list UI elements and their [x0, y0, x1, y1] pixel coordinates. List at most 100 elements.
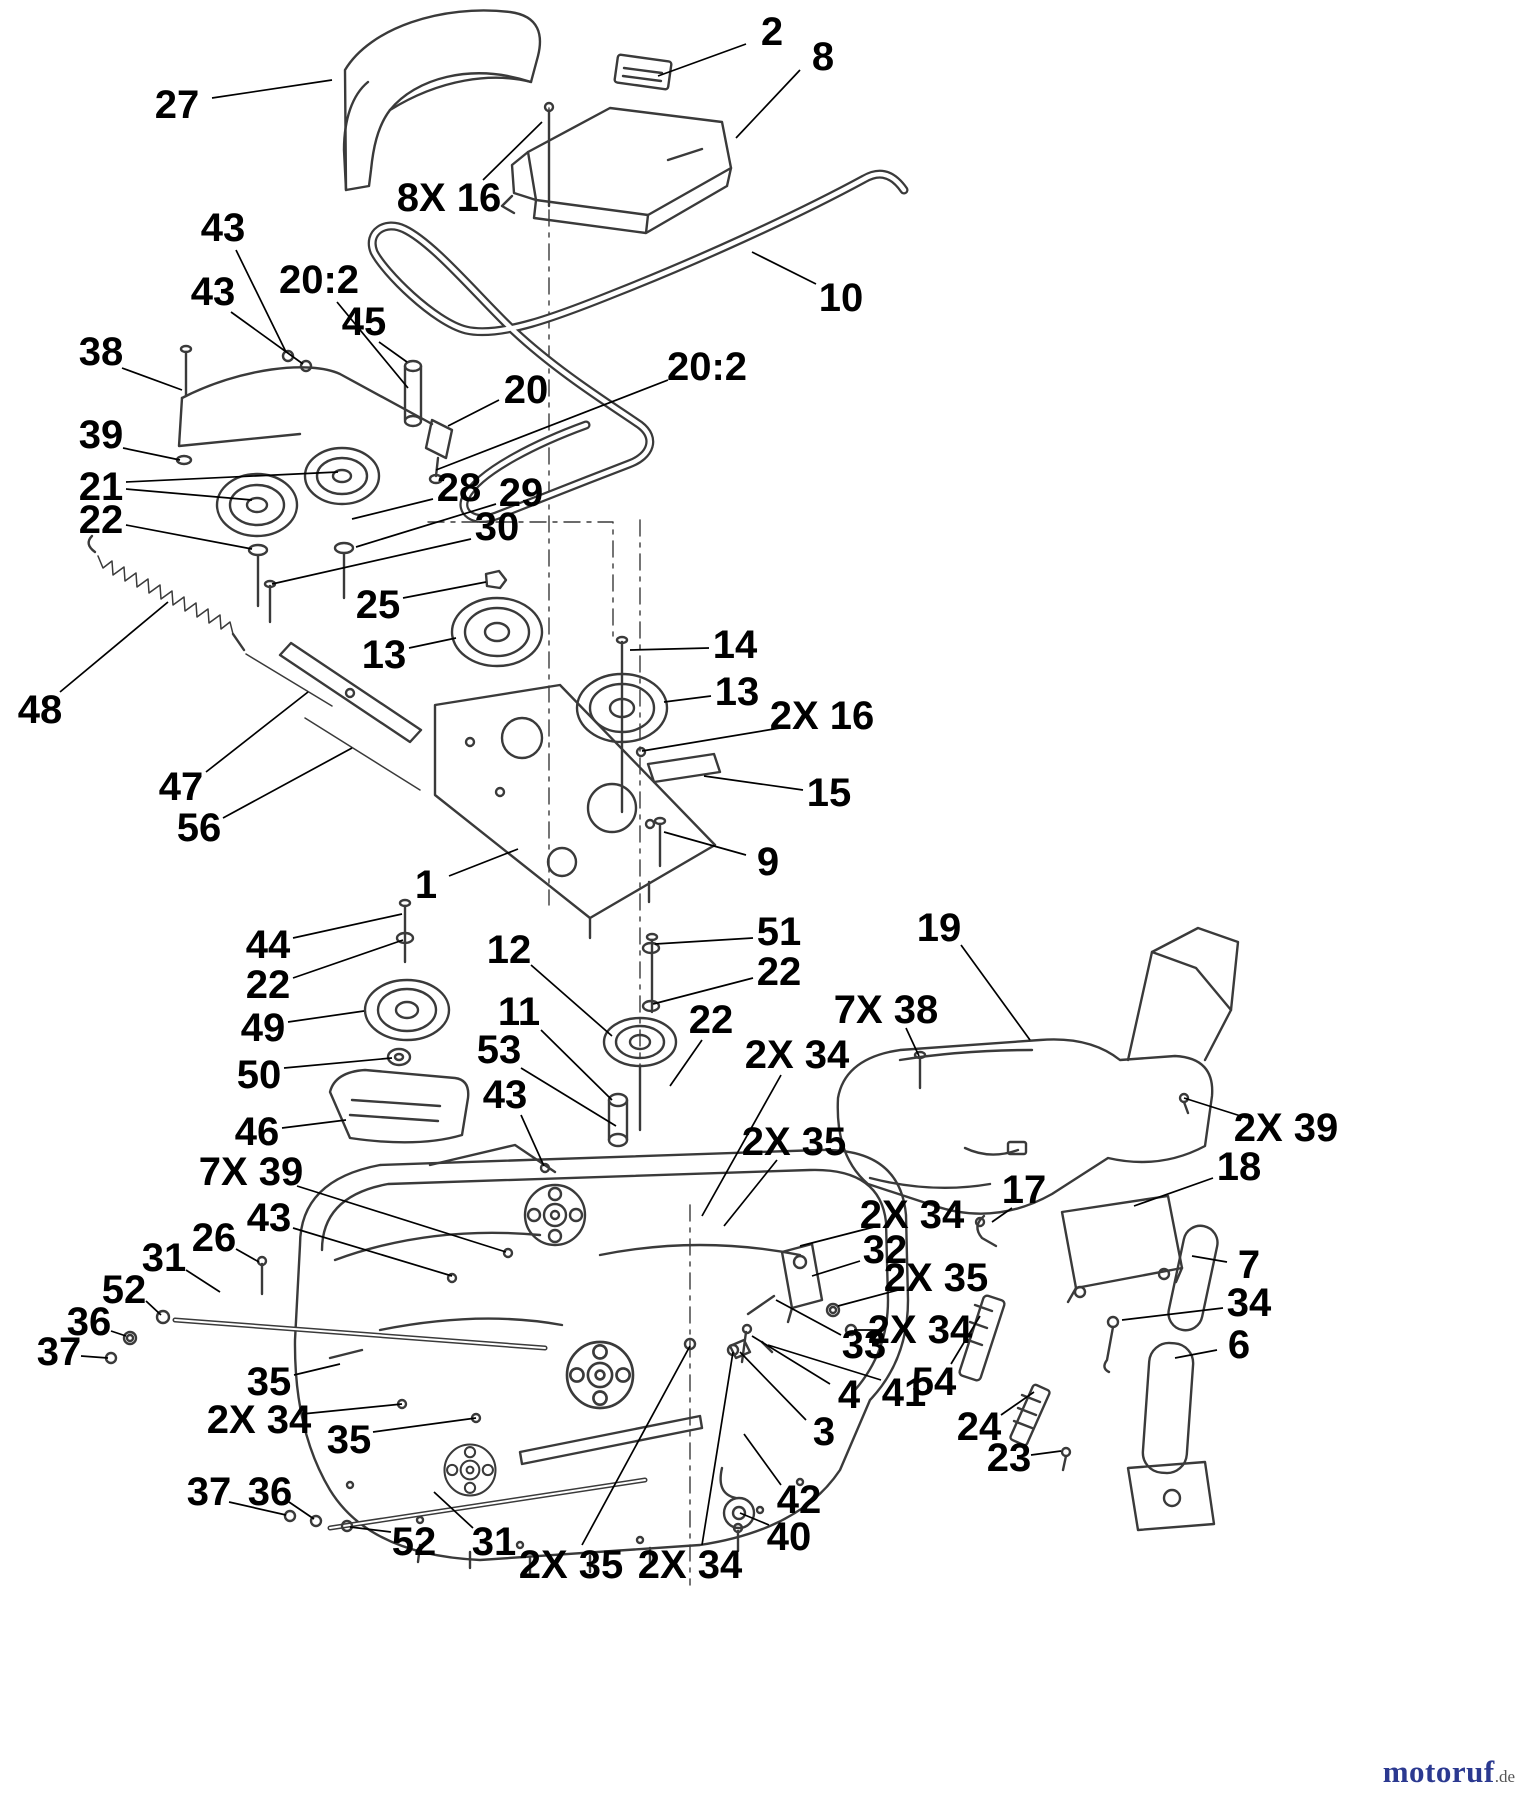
part-label-52: 52 — [391, 1520, 437, 1564]
leader-line-41 — [767, 1344, 882, 1381]
leader-line-22 — [125, 524, 253, 550]
part-label-20-2: 20:2 — [666, 345, 748, 389]
drive-belt-10 — [367, 169, 909, 524]
leader-line-48 — [59, 601, 169, 693]
anti-scalp-roller — [719, 1466, 756, 1553]
leader-line-36 — [288, 1501, 315, 1520]
leader-line-4 — [751, 1335, 831, 1385]
leader-line-32 — [811, 1260, 861, 1277]
deck-shell — [293, 1143, 910, 1575]
belt-cover-27 — [342, 9, 542, 192]
part-label-7x-38: 7X 38 — [833, 988, 939, 1032]
part-label-43: 43 — [200, 206, 246, 250]
idler-arm-bracket — [175, 344, 454, 485]
spring-24 — [1009, 1383, 1072, 1472]
leader-line-50 — [283, 1057, 393, 1069]
leader-line-21 — [125, 471, 339, 483]
part-label-14: 14 — [712, 623, 758, 667]
part-label-50: 50 — [236, 1053, 282, 1097]
spindle-bearing-12 — [602, 1016, 678, 1148]
part-label-43: 43 — [190, 270, 236, 314]
leader-line-36 — [110, 1330, 127, 1337]
leader-line-22 — [669, 1039, 703, 1087]
part-label-44: 44 — [245, 923, 291, 967]
leader-line-52 — [145, 1300, 162, 1316]
blade-47 — [278, 641, 423, 791]
part-label-13: 13 — [714, 670, 760, 714]
leader-line-13 — [408, 637, 457, 649]
part-label-26: 26 — [191, 1216, 237, 1260]
part-label-20-2: 20:2 — [278, 258, 360, 302]
leader-line-33 — [775, 1299, 842, 1336]
part-label-31: 31 — [471, 1520, 517, 1564]
part-label-48: 48 — [17, 688, 63, 732]
leader-line-11 — [540, 1029, 613, 1101]
leader-line-47 — [205, 691, 309, 773]
leader-line-20 — [447, 399, 500, 427]
part-label-2x-34: 2X 34 — [859, 1193, 965, 1237]
part-label-42: 42 — [776, 1478, 822, 1522]
part-label-22: 22 — [78, 498, 124, 542]
leader-line-2x-34 — [301, 1403, 403, 1415]
leader-line-3 — [739, 1351, 807, 1421]
part-label-53: 53 — [476, 1028, 522, 1072]
leader-line-22 — [292, 939, 404, 979]
part-label-51: 51 — [756, 910, 802, 954]
leader-line-51 — [654, 937, 754, 945]
leader-line-39 — [122, 447, 181, 461]
leader-line-37 — [228, 1501, 287, 1516]
leader-line-19 — [960, 944, 1031, 1041]
leader-line-9 — [663, 831, 747, 856]
height-handle-7 — [1167, 1224, 1219, 1332]
leader-line-53 — [520, 1067, 617, 1127]
watermark: motoruf.de — [1383, 1754, 1515, 1790]
leader-line-43 — [235, 249, 287, 353]
part-label-2x-35: 2X 35 — [883, 1256, 989, 1300]
part-label-15: 15 — [806, 771, 852, 815]
leader-line-7x-39 — [296, 1185, 507, 1253]
leader-line-35 — [293, 1363, 341, 1376]
watermark-brand: motoruf — [1382, 1754, 1495, 1789]
part-label-22: 22 — [756, 950, 802, 994]
watermark-tld: .de — [1494, 1767, 1515, 1786]
leader-line-18 — [1133, 1177, 1214, 1207]
mount-bracket-18 — [974, 1194, 1184, 1304]
part-label-43: 43 — [482, 1073, 528, 1117]
part-label-8: 8 — [811, 35, 835, 79]
leader-line-44 — [292, 913, 403, 939]
part-label-22: 22 — [688, 998, 734, 1042]
part-label-38: 38 — [78, 330, 124, 374]
leader-line-2x-16 — [641, 727, 781, 752]
part-label-7x-39: 7X 39 — [198, 1150, 304, 1194]
part-label-36: 36 — [66, 1300, 112, 1344]
leader-line-49 — [287, 1010, 365, 1023]
leader-line-30 — [271, 538, 472, 585]
part-label-25: 25 — [355, 583, 401, 627]
part-label-2x-35: 2X 35 — [741, 1120, 847, 1164]
leader-line-54 — [950, 1315, 981, 1365]
leader-line-27 — [211, 79, 333, 99]
spindle-pulley-49 — [363, 978, 451, 1067]
part-label-7: 7 — [1237, 1243, 1261, 1287]
rod-56 — [304, 717, 421, 791]
part-label-11: 11 — [497, 990, 541, 1034]
leader-line-6 — [1174, 1349, 1218, 1359]
decal-2 — [613, 53, 673, 91]
leader-line-8 — [735, 69, 801, 139]
part-label-52: 52 — [101, 1268, 147, 1312]
leader-line-46 — [281, 1119, 347, 1129]
part-label-10: 10 — [818, 276, 864, 320]
part-label-6: 6 — [1227, 1323, 1251, 1367]
mounting-bolts — [395, 746, 667, 1014]
idler-pulleys-21 — [215, 446, 381, 624]
leader-line-2x-39 — [1183, 1097, 1248, 1119]
part-label-13: 13 — [361, 633, 407, 677]
rod-54 — [958, 1294, 1006, 1382]
leader-line-2x-35 — [581, 1345, 691, 1546]
leader-line-21 — [125, 488, 253, 501]
leader-line-34 — [1121, 1307, 1224, 1321]
leader-line-2x-34 — [701, 1351, 734, 1546]
part-label-31: 31 — [141, 1236, 187, 1280]
leader-line-28 — [351, 498, 434, 520]
